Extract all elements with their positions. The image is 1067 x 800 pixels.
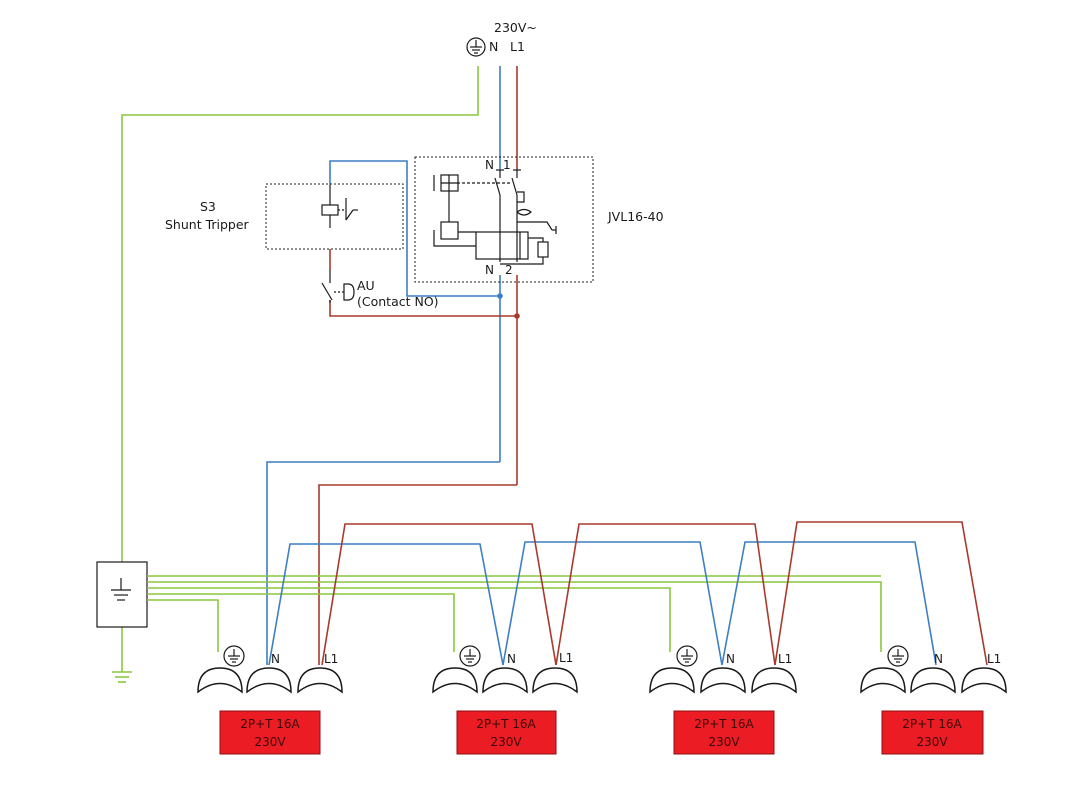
socket-n-label: N xyxy=(271,652,280,666)
line-main-wire xyxy=(318,66,518,665)
rcd-n-top-label: N xyxy=(485,158,494,172)
ground-icon xyxy=(111,578,131,601)
socket-rating: 2P+T 16A xyxy=(694,717,754,731)
shunt-neutral-wire xyxy=(329,160,500,297)
earth-icon xyxy=(466,37,486,57)
earth-main-wire xyxy=(121,66,479,672)
socket-voltage: 230V xyxy=(490,735,522,749)
neutral-chain-wires xyxy=(268,541,937,666)
shunt-label-2: Shunt Tripper xyxy=(165,217,250,232)
rcd-name-label: JVL16-40 xyxy=(607,209,664,224)
socket-rating-box xyxy=(881,710,984,755)
au-contact: AU (Contact NO) xyxy=(321,270,439,309)
socket-rating: 2P+T 16A xyxy=(476,717,536,731)
supply-terminal: 230V~ N L1 xyxy=(466,20,537,57)
line-junction xyxy=(514,313,520,319)
coil-icon xyxy=(321,185,358,228)
supply-n-label: N xyxy=(489,39,498,54)
socket-rating: 2P+T 16A xyxy=(240,717,300,731)
socket-3: N L1 2P+T 16A 230V xyxy=(649,645,797,755)
neutral-junction xyxy=(497,293,503,299)
socket-rating: 2P+T 16A xyxy=(902,717,962,731)
socket-rating-box xyxy=(219,710,321,755)
shunt-tripper: S3 Shunt Tripper xyxy=(165,183,404,250)
socket-4: N L1 2P+T 16A 230V xyxy=(860,645,1007,755)
socket-1: N L1 2P+T 16A 230V xyxy=(197,645,343,755)
push-button-icon xyxy=(321,270,355,303)
rcd-breaker: JVL16-40 N 1 N 2 xyxy=(414,156,664,283)
au-label-2: (Contact NO) xyxy=(357,294,439,309)
au-line-wire xyxy=(329,300,517,317)
au-label-1: AU xyxy=(357,278,375,293)
socket-rating-box xyxy=(673,710,775,755)
socket-l1-label: L1 xyxy=(324,652,338,666)
socket-n-label: N xyxy=(934,652,943,666)
socket-voltage: 230V xyxy=(254,735,286,749)
rcd-mechanism-icon xyxy=(433,169,557,265)
socket-rating-box xyxy=(456,710,557,755)
socket-2: N L1 2P+T 16A 230V xyxy=(432,645,578,755)
earth-icon xyxy=(887,645,909,667)
earth-icon xyxy=(223,645,245,667)
socket-n-label: N xyxy=(507,652,516,666)
supply-l1-label: L1 xyxy=(510,39,525,54)
socket-l1-label: L1 xyxy=(559,651,573,665)
rcd-1-label: 1 xyxy=(503,158,511,172)
rcd-n-bottom-label: N xyxy=(485,263,494,277)
earth-icon xyxy=(676,645,698,667)
supply-voltage-label: 230V~ xyxy=(494,20,537,35)
earth-branch-wires xyxy=(147,575,882,652)
neutral-main-wire xyxy=(266,66,501,665)
socket-voltage: 230V xyxy=(708,735,740,749)
socket-n-label: N xyxy=(726,652,735,666)
rcd-2-label: 2 xyxy=(505,263,513,277)
line-chain-wires xyxy=(321,521,988,666)
ground-symbol-icon xyxy=(112,671,132,683)
socket-l1-label: L1 xyxy=(778,652,792,666)
socket-voltage: 230V xyxy=(916,735,948,749)
earth-icon xyxy=(459,645,481,667)
socket-l1-label: L1 xyxy=(987,652,1001,666)
shunt-label-1: S3 xyxy=(200,199,216,214)
